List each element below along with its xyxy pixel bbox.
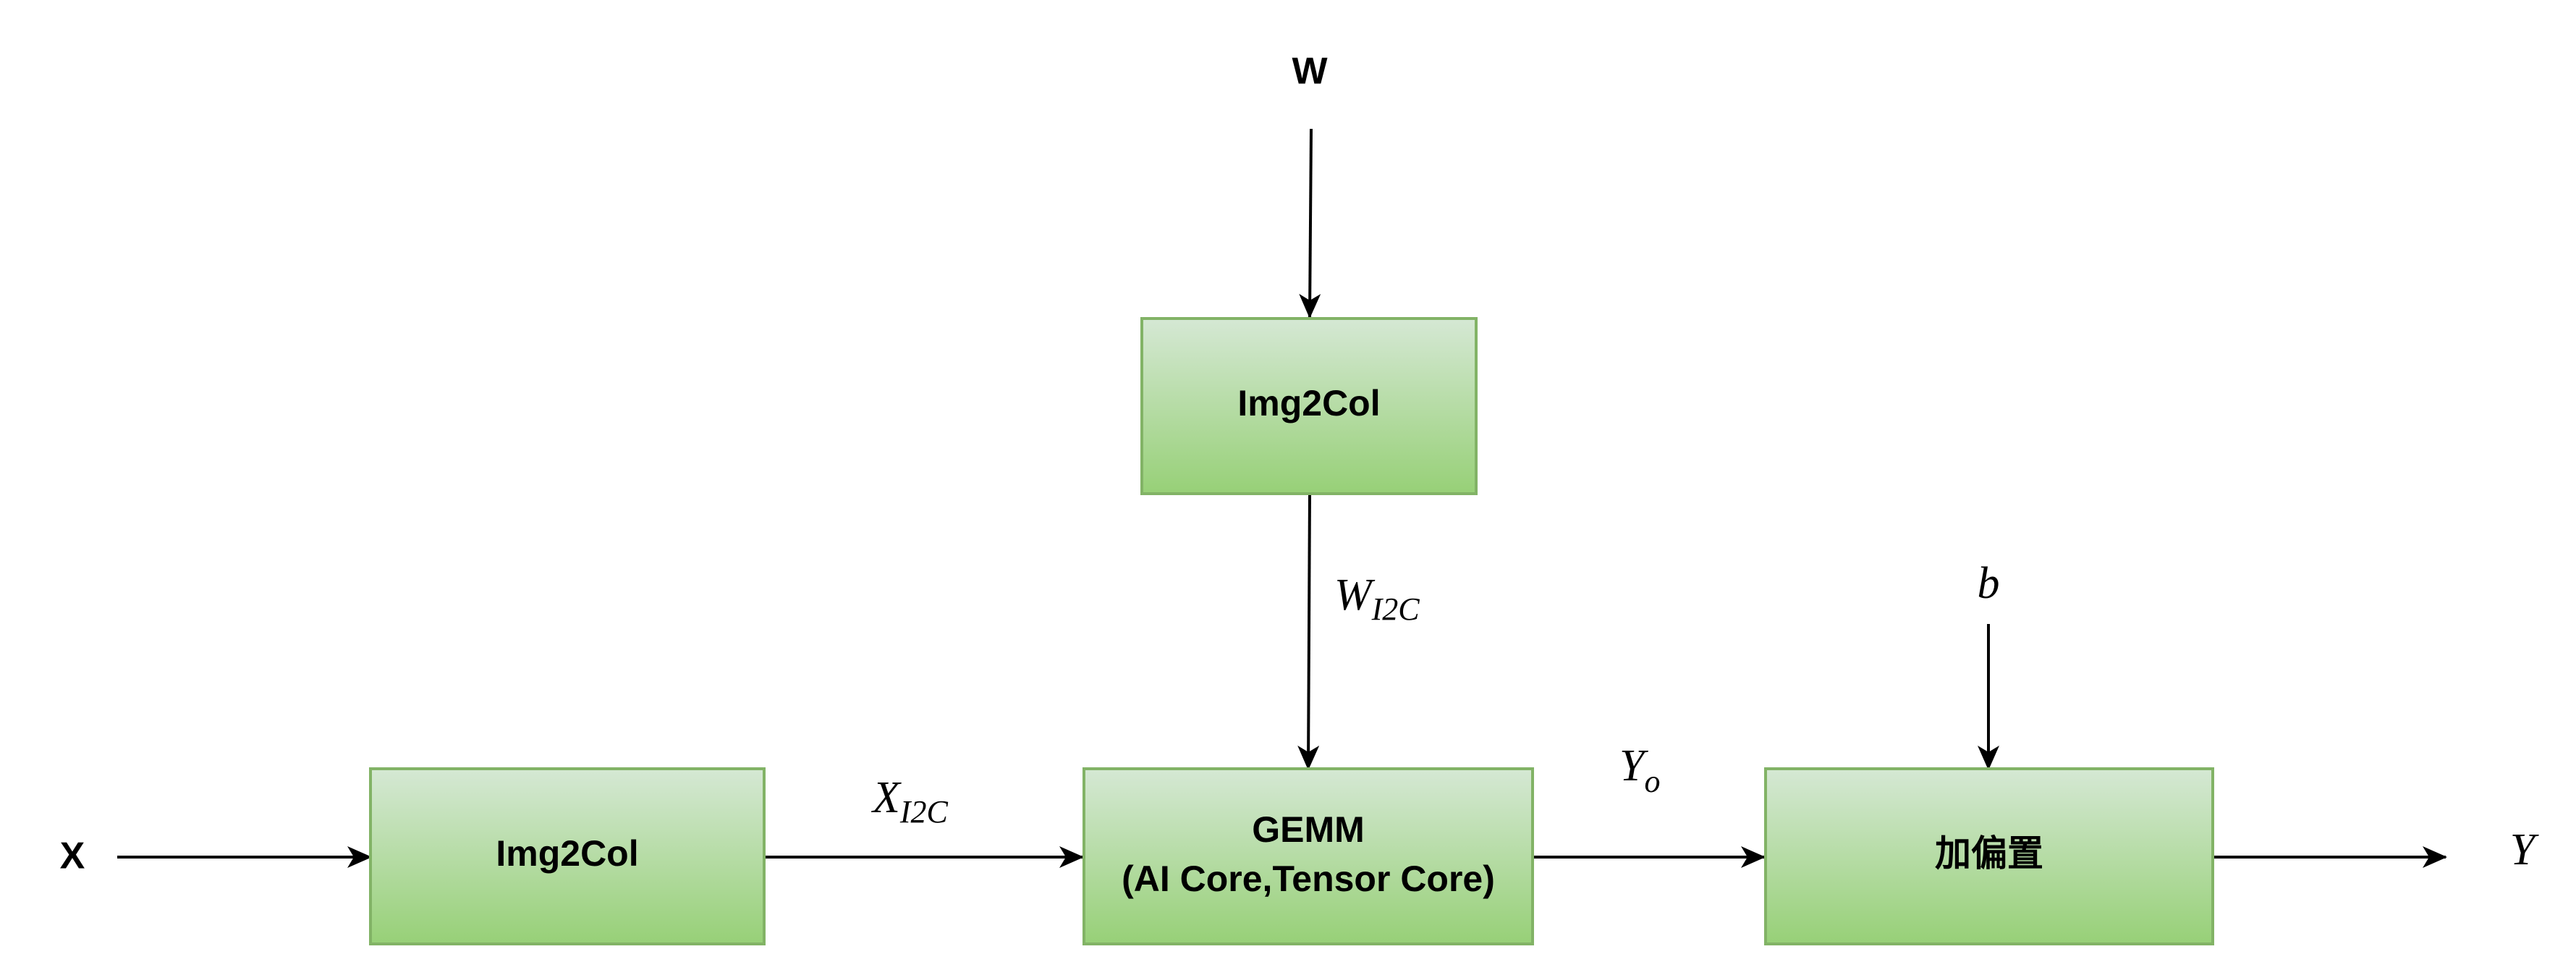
edge-w-to-img2col <box>1299 128 1321 319</box>
gemm-title-label: GEMM <box>1252 809 1365 850</box>
edge-label-x-i2c: XI2C <box>870 773 949 830</box>
edge-label-y-o-sub: o <box>1644 764 1660 799</box>
img2col-input-label: Img2Col <box>496 833 638 874</box>
img2col-weight-label: Img2Col <box>1237 383 1380 423</box>
input-x-label: X <box>60 835 85 877</box>
input-w-label: W <box>1292 51 1328 93</box>
edge-img2col-to-gemm <box>1297 493 1320 770</box>
gemm-subtitle-label: (AI Core,Tensor Core) <box>1122 859 1495 899</box>
edge-label-x-i2c-sub: I2C <box>899 794 949 830</box>
edge-label-w-i2c-sub: I2C <box>1371 591 1420 627</box>
edge-label-y-o: Yo <box>1619 741 1660 799</box>
bias-box: 加偏置 <box>1764 767 2214 945</box>
gemm-box: GEMM (AI Core,Tensor Core) <box>1082 767 1534 945</box>
edge-label-w-i2c: WI2C <box>1334 570 1420 627</box>
output-y-label: Y <box>2510 825 2539 874</box>
bias-label: 加偏置 <box>1935 833 2043 874</box>
edge-label-y-o-main: Y <box>1619 741 1648 790</box>
edge-label-x-i2c-main: X <box>870 773 902 822</box>
img2col-input-box: Img2Col <box>369 767 766 945</box>
img2col-weight-box: Img2Col <box>1140 317 1478 495</box>
input-b-label: b <box>1978 559 2000 608</box>
edge-label-w-i2c-main: W <box>1334 570 1376 620</box>
